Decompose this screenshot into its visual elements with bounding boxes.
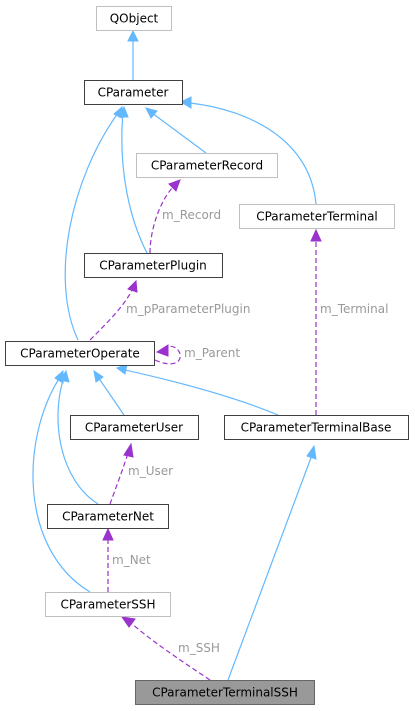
label-m-terminal: m_Terminal	[320, 302, 388, 316]
node-cparameterterminalbase[interactable]: CParameterTerminalBase	[224, 415, 409, 440]
label-m-ssh: m_SSH	[178, 641, 220, 655]
arrowhead-parent	[155, 344, 169, 357]
node-label-cparameterssh: CParameterSSH	[60, 598, 155, 612]
arrowhead-terminal	[310, 228, 322, 242]
node-label-cparameterterminal: CParameterTerminal	[256, 210, 378, 224]
node-qobject[interactable]: QObject	[96, 6, 172, 31]
node-label-cparameternet: CParameterNet	[62, 510, 154, 524]
node-cparameteroperate[interactable]: CParameterOperate	[5, 341, 155, 366]
arrowhead-net	[102, 527, 114, 541]
edge-ssh-to-operate	[32, 376, 91, 593]
label-m-record: m_Record	[162, 208, 221, 222]
edge-plugin-to-cparameter	[121, 112, 148, 254]
arrowhead-plugin	[127, 279, 138, 293]
arrowhead-qobject	[127, 29, 139, 42]
label-m-net: m_Net	[112, 553, 151, 567]
edge-operate-to-cparameter	[64, 112, 119, 341]
node-label-cparameteroperate: CParameterOperate	[20, 347, 140, 361]
node-cparameterplugin[interactable]: CParameterPlugin	[84, 253, 223, 278]
arrowhead-operate-from-ssh	[54, 369, 64, 384]
membership-edges	[89, 179, 322, 681]
edge-terminalssh-to-terminalbase	[227, 454, 313, 681]
edge-terminal-to-cparameter	[189, 102, 317, 205]
node-label-cparameter: CParameter	[98, 86, 169, 100]
edge-net-to-operate	[57, 376, 99, 505]
node-label-cparameteruser: CParameterUser	[85, 421, 183, 435]
edge-m-record	[149, 185, 175, 254]
label-m-pparameterplugin: m_pParameterPlugin	[126, 302, 250, 316]
inheritance-edges	[32, 29, 317, 681]
edge-terminalbase-to-operate	[124, 369, 279, 416]
arrowhead-ssh	[120, 616, 136, 628]
arrowhead-operate-from-user	[93, 369, 104, 383]
arrowhead-cparameter-from-operate	[113, 105, 123, 119]
edge-record-to-cparameter	[151, 112, 207, 154]
node-cparameterssh[interactable]: CParameterSSH	[45, 592, 171, 617]
label-m-user: m_User	[128, 464, 173, 478]
member-labels: m_Record m_pParameterPlugin m_Parent m_T…	[112, 208, 388, 655]
node-label-qobject: QObject	[110, 12, 159, 26]
edge-m-parent	[154, 345, 181, 365]
node-cparameteruser[interactable]: CParameterUser	[70, 415, 199, 440]
arrowhead-record	[168, 179, 181, 192]
arrowhead-user	[123, 442, 134, 458]
edge-m-user	[109, 452, 129, 505]
label-m-parent: m_Parent	[184, 346, 240, 360]
edge-m-ssh	[129, 621, 211, 681]
node-cparameter[interactable]: CParameter	[84, 80, 183, 105]
edge-user-to-operate	[97, 376, 125, 416]
arrowhead-terminalbase-from-terminalssh	[306, 444, 317, 460]
node-label-cparameterterminalssh: CParameterTerminalSSH	[152, 686, 298, 700]
arrowhead-cparameter-from-record	[145, 107, 158, 119]
node-label-cparameterterminalbase: CParameterTerminalBase	[241, 421, 392, 435]
node-cparameterterminal[interactable]: CParameterTerminal	[239, 204, 395, 229]
node-label-cparameterrecord: CParameterRecord	[151, 159, 263, 173]
arrowhead-cparameter-from-terminal	[179, 96, 192, 109]
node-cparameterterminalssh[interactable]: CParameterTerminalSSH	[135, 680, 315, 705]
node-cparameternet[interactable]: CParameterNet	[47, 504, 169, 529]
node-cparameterrecord[interactable]: CParameterRecord	[136, 153, 278, 178]
node-label-cparameterplugin: CParameterPlugin	[99, 259, 207, 273]
